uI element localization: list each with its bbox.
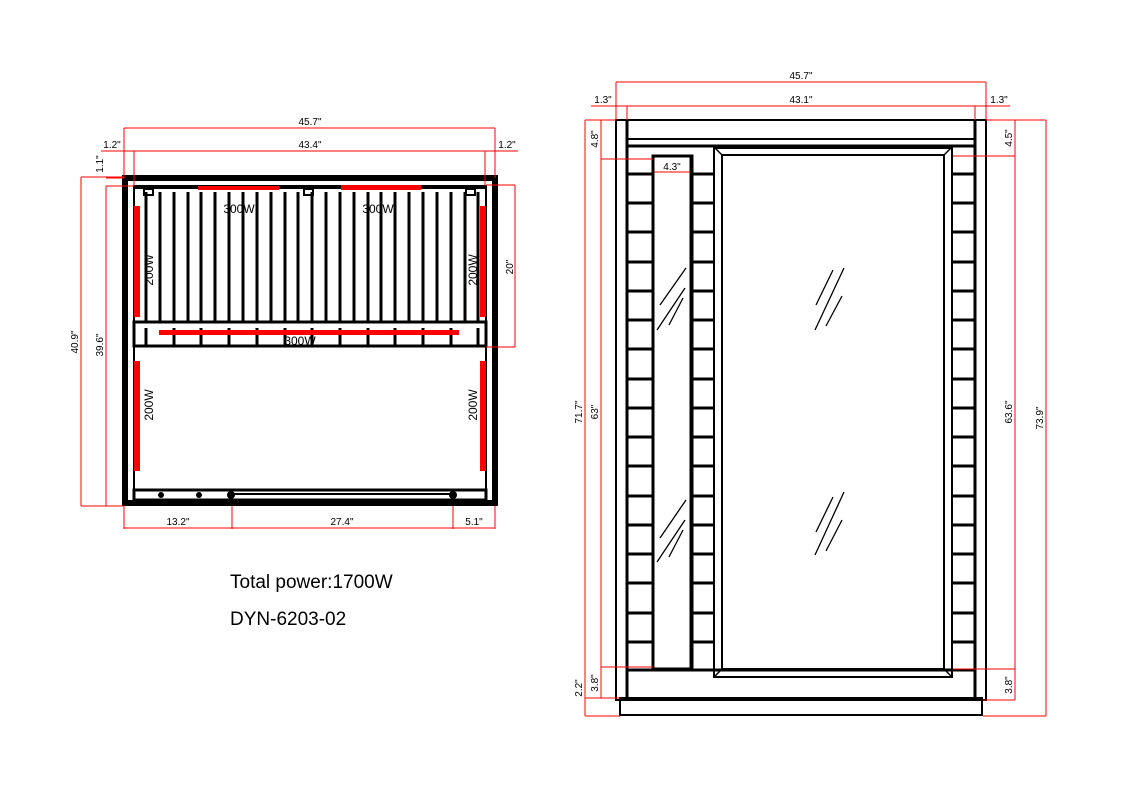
front-base [619,698,983,716]
light-fixture-center [303,188,314,196]
dim-front-right-door-height: 63.6" [1004,400,1015,423]
label-heater-back-left: 300W [223,202,255,216]
dim-plan-left-offset: 1.2" [103,140,121,151]
dim-front-right-overall-height: 73.9" [1035,406,1046,429]
dim-plan-inner-depth: 39.6" [95,333,106,356]
door-glass [721,154,945,670]
label-heater-bench: 300W [284,334,316,348]
dim-plan-bottom-door: 27.4" [330,517,353,528]
dim-front-right-offset: 1.3" [990,95,1008,106]
dim-front-window-width: 4.3" [663,162,681,173]
dim-plan-inner-width: 43.4" [298,140,321,151]
heater-back-left [198,186,279,190]
dim-front-bottom-right: 3.8" [1004,676,1015,694]
dim-plan-bottom-left: 13.2" [166,517,189,528]
heater-side-left-lower [134,361,140,471]
label-heater-side-left-lower: 200W [142,389,156,421]
dim-plan-top-offset: 1.1" [95,155,106,173]
front-dimension-lines [584,81,1047,717]
left-wall-slats [627,172,975,644]
light-fixture-right [465,188,476,196]
total-power-note: Total power:1700W [230,572,393,593]
label-heater-side-right-lower: 200W [466,389,480,421]
heater-side-right-upper [480,206,486,317]
plan-view: 300W 300W 300W 200W 200W 200W 200W 45.7" [70,117,518,529]
dim-front-inner-width: 43.1" [789,95,812,106]
bench-slats [144,192,480,322]
label-heater-back-right: 300W [362,202,394,216]
glass-reflection-icon [656,267,687,563]
door-glass-reflection-icon [814,267,845,556]
label-heater-side-right-upper: 200W [466,254,480,286]
dim-front-left-inner-height: 71.7" [574,400,585,423]
heater-side-right-lower [480,361,486,471]
side-window [651,154,694,671]
dim-front-bottom-left-2: 3.8" [590,674,601,692]
dim-plan-overall-width: 45.7" [298,117,321,128]
dim-plan-right-offset: 1.2" [498,140,516,151]
label-heater-side-left-upper: 200W [142,254,156,286]
dim-plan-bottom-right: 5.1" [465,517,483,528]
heater-side-left-upper [134,206,140,317]
dim-plan-bench-depth: 20" [505,259,516,274]
dim-front-top-left: 4.8" [590,130,601,148]
plan-outer-wall [122,175,498,506]
dim-front-top-right: 4.5" [1004,129,1015,147]
model-number: DYN-6203-02 [230,609,346,630]
door-frame [713,146,953,678]
dim-front-bottom-left-1: 2.2" [574,679,585,697]
heater-bench [159,330,459,335]
plan-dimension-lines [80,127,518,529]
light-fixture-left [143,188,154,196]
heater-panels [134,185,486,471]
dim-front-overall-width: 45.7" [789,71,812,82]
dim-plan-overall-depth: 40.9" [70,330,81,353]
heater-back-right [341,185,421,190]
dim-front-left-offset: 1.3" [594,95,612,106]
dim-front-left-window-height: 63" [590,404,601,419]
front-view: 45.7" 43.1" 1.3" 1.3" 4.8" 4.5" 4.3" 71.… [574,71,1047,717]
